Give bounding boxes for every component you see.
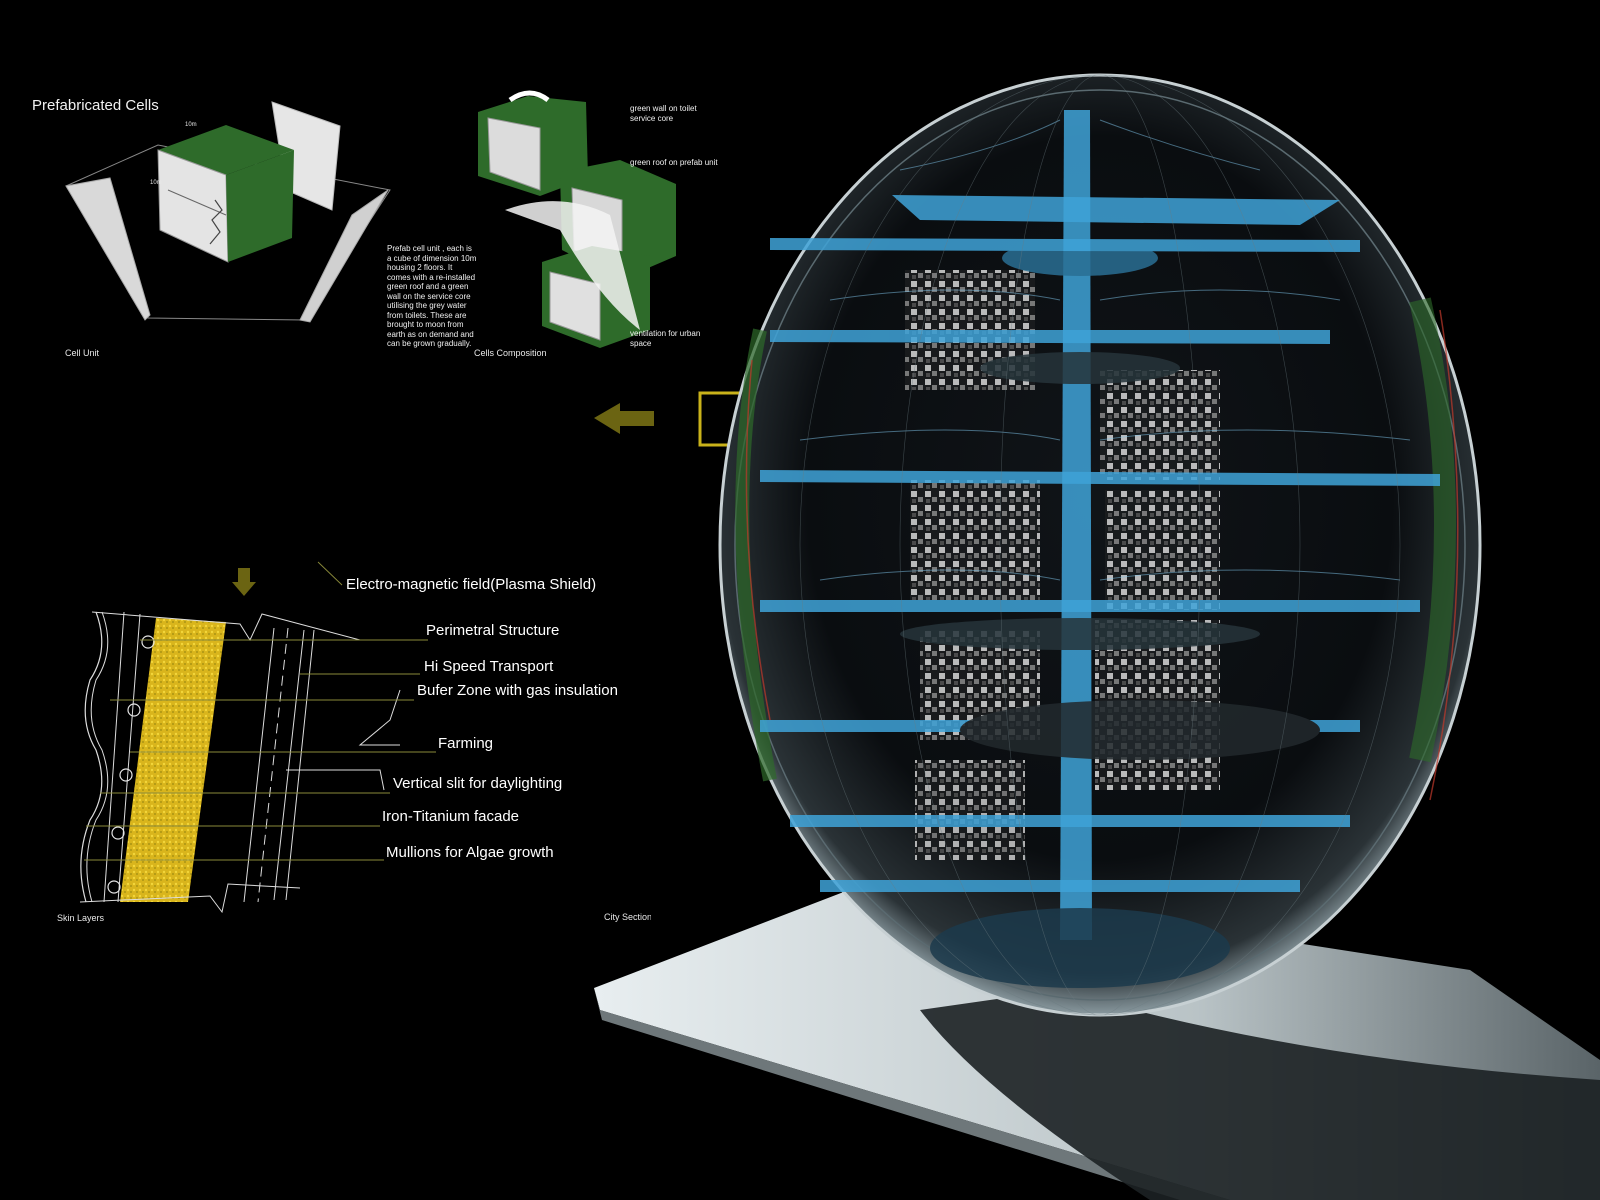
skin-label-plasma-shield: Electro-magnetic field(Plasma Shield) [346, 576, 597, 593]
skin-label-bufer-zone: Bufer Zone with gas insulation [417, 682, 618, 699]
cells-composition-drawing [478, 90, 676, 348]
pointer-arrow-down [232, 568, 256, 596]
pointer-arrow-left [594, 403, 654, 434]
skin-layers-caption: Skin Layers [57, 913, 105, 923]
skin-layers-drawing [79, 611, 401, 914]
dimension-label: 10m [150, 180, 162, 186]
cell-unit-caption: Cell Unit [65, 348, 100, 358]
prefab-cells-title: Prefabricated Cells [32, 97, 159, 114]
skin-label-iron-titanium-facade: Iron-Titanium facade [382, 808, 520, 825]
callout-green-wall: green wall on toilet service core [630, 104, 697, 123]
callout-ventilation: ventilation for urban space [630, 329, 701, 348]
callout-green-roof: green roof on prefab unit [630, 158, 718, 167]
cells-composition-caption: Cells Composition [474, 348, 547, 358]
city-section-caption: City Section [604, 912, 651, 922]
skin-label-farming: Farming [438, 735, 494, 752]
prefab-description: Prefab cell unit , each is a cube of dim… [387, 244, 477, 348]
dimension-label: 10m [185, 122, 197, 128]
skin-label-hi-speed-transport: Hi Speed Transport [424, 658, 554, 675]
leader-lines [84, 561, 436, 861]
cell-unit-drawing [65, 101, 391, 323]
skin-label-perimetral-structure: Perimetral Structure [426, 622, 560, 639]
skin-label-vertical-slit: Vertical slit for daylighting [393, 775, 563, 792]
moon-city-render [594, 73, 1600, 1200]
skin-label-mullions: Mullions for Algae growth [386, 844, 554, 861]
